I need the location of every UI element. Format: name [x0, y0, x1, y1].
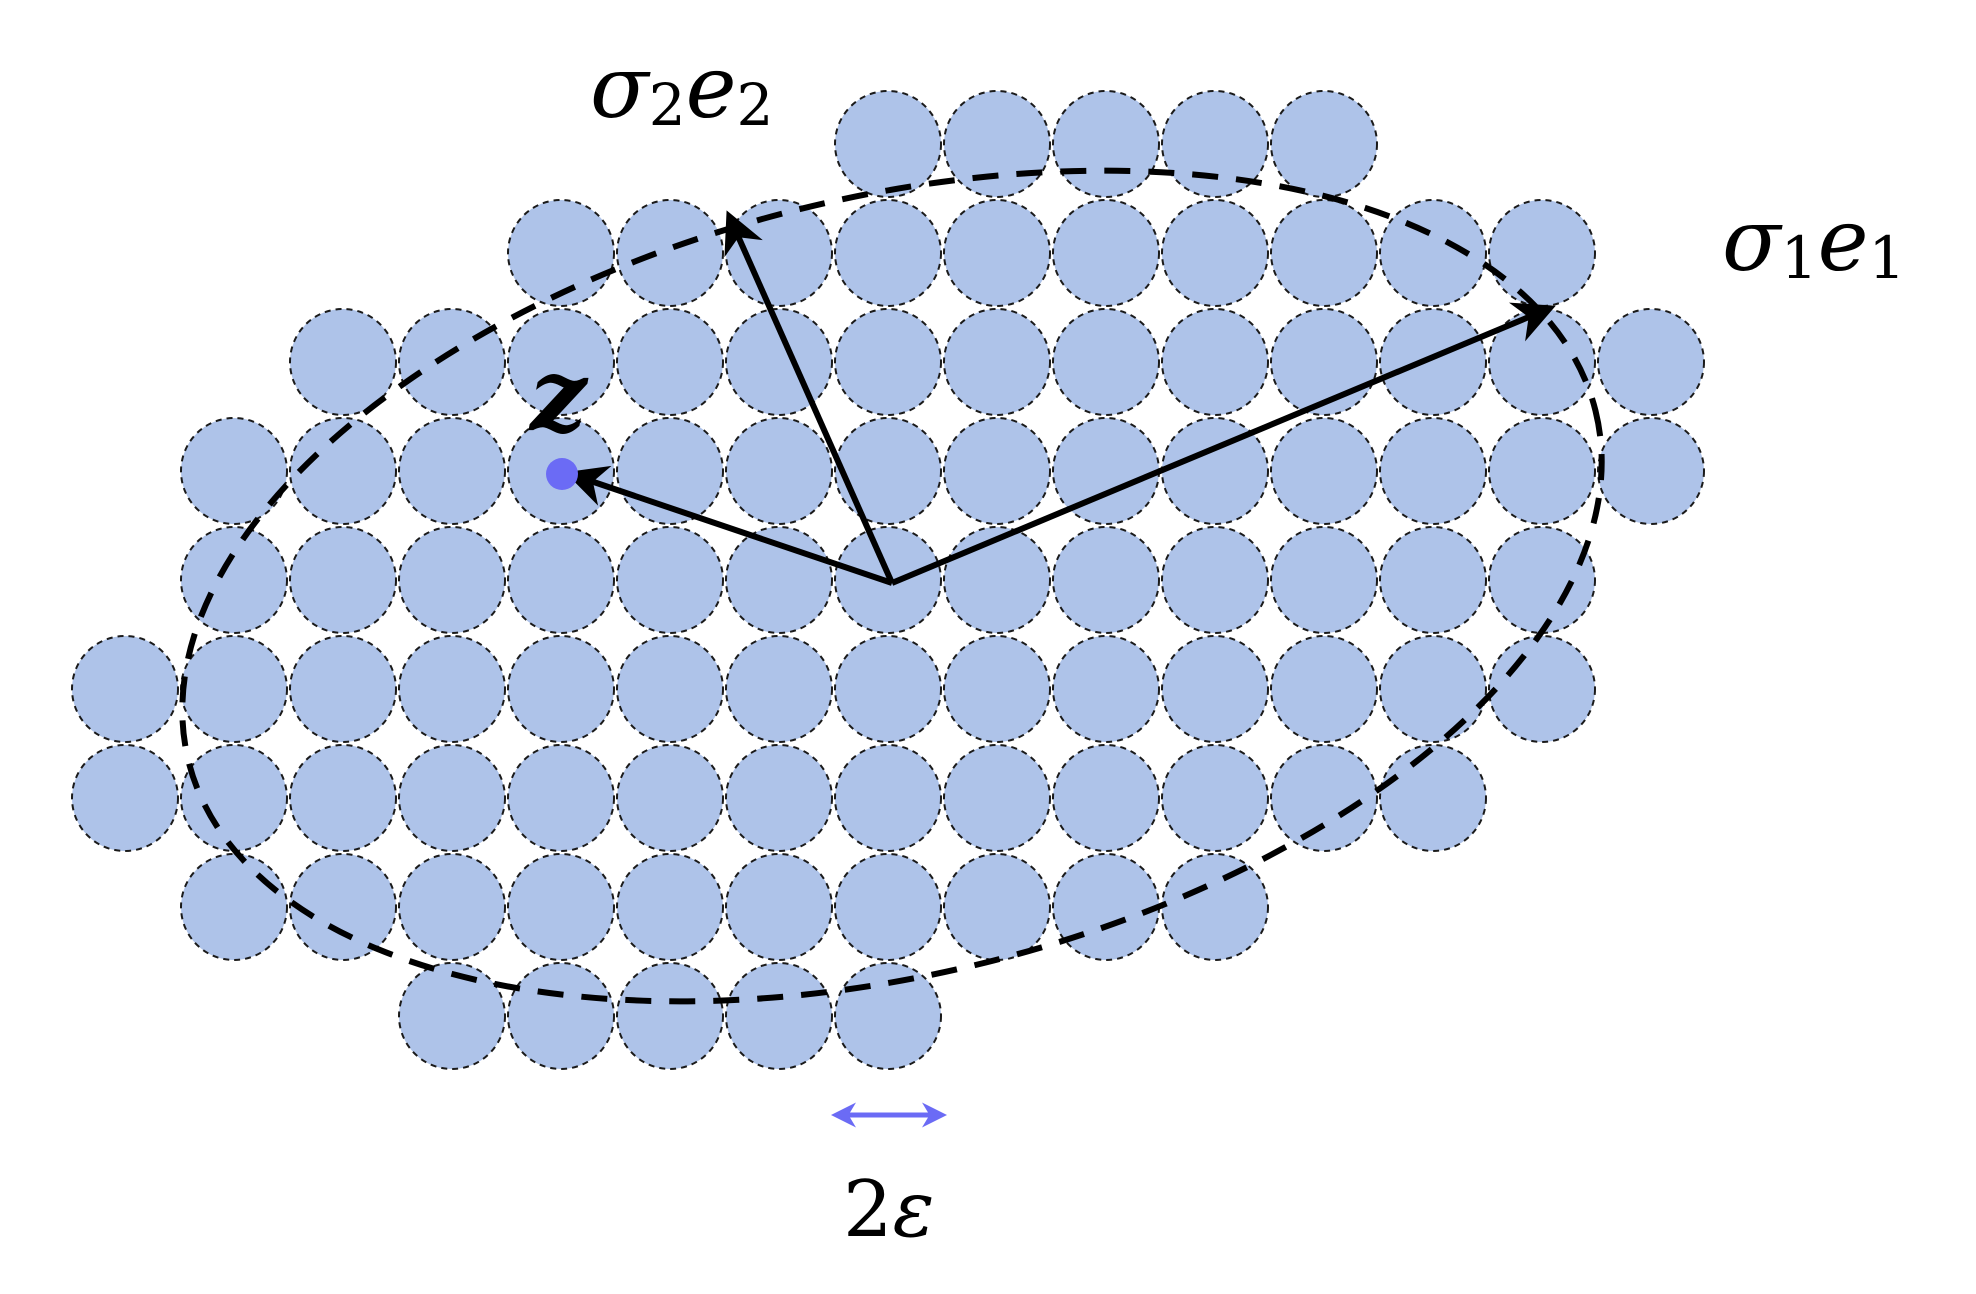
epsilon-ball — [943, 853, 1051, 961]
epsilon-ball — [834, 853, 942, 961]
point-z-marker — [546, 458, 578, 490]
epsilon-ball — [943, 744, 1051, 852]
epsilon-ball — [1597, 308, 1705, 416]
epsilon-ball — [1488, 417, 1596, 525]
epsilon-ball — [398, 417, 506, 525]
point-z-label: z — [528, 336, 589, 454]
sigma1-e1-label: σ1e1 — [1722, 191, 1905, 292]
epsilon-ball — [834, 635, 942, 743]
epsilon-ball — [1052, 90, 1160, 198]
epsilon-ball — [507, 308, 615, 416]
epsilon-ball — [1488, 199, 1596, 307]
epsilon-ball — [289, 308, 397, 416]
epsilon-ball — [398, 308, 506, 416]
epsilon-ball — [943, 635, 1051, 743]
epsilon-ball — [1161, 308, 1269, 416]
epsilon-ball — [289, 853, 397, 961]
epsilon-ball — [1379, 526, 1487, 634]
epsilon-ball — [616, 526, 724, 634]
epsilon-ball — [1379, 308, 1487, 416]
epsilon-ball — [1379, 744, 1487, 852]
epsilon-ball — [1161, 199, 1269, 307]
z-arrow — [565, 465, 893, 586]
epsilon-ball — [1052, 308, 1160, 416]
epsilon-ball — [398, 744, 506, 852]
epsilon-ball — [616, 853, 724, 961]
epsilon-ball — [1488, 635, 1596, 743]
epsilon-ball — [71, 744, 179, 852]
epsilon-ball — [1270, 744, 1378, 852]
epsilon-ball — [1052, 853, 1160, 961]
epsilon-ball — [616, 744, 724, 852]
epsilon-ball — [725, 635, 833, 743]
epsilon-ball — [616, 308, 724, 416]
epsilon-ball — [834, 744, 942, 852]
epsilon-ball — [507, 199, 615, 307]
epsilon-ball — [1270, 526, 1378, 634]
epsilon-ball — [289, 526, 397, 634]
epsilon-ball — [1161, 744, 1269, 852]
epsilon-ball — [1052, 199, 1160, 307]
epsilon-ball — [1379, 635, 1487, 743]
epsilon-ball — [507, 526, 615, 634]
epsilon-ball — [1488, 526, 1596, 634]
epsilon-ball — [616, 962, 724, 1070]
epsilon-ball — [507, 853, 615, 961]
epsilon-ball — [943, 417, 1051, 525]
epsilon-ball — [289, 417, 397, 525]
epsilon-ball — [725, 853, 833, 961]
epsilon-ball — [180, 526, 288, 634]
epsilon-ball — [1052, 635, 1160, 743]
epsilon-ball — [1161, 90, 1269, 198]
epsilon-ball — [943, 199, 1051, 307]
epsilon-ball — [1161, 526, 1269, 634]
epsilon-ball — [725, 962, 833, 1070]
epsilon-ball — [289, 635, 397, 743]
epsilon-ball — [616, 635, 724, 743]
epsilon-ball — [1052, 526, 1160, 634]
epsilon-ball — [1052, 744, 1160, 852]
epsilon-ball — [289, 744, 397, 852]
epsilon-ball — [398, 635, 506, 743]
epsilon-ball — [834, 962, 942, 1070]
ellipsoid-boundary — [179, 167, 1605, 1005]
epsilon-ball — [1379, 417, 1487, 525]
epsilon-ball — [725, 744, 833, 852]
epsilon-ball — [398, 526, 506, 634]
epsilon-ball — [507, 635, 615, 743]
epsilon-ball — [1270, 417, 1378, 525]
epsilon-ball — [943, 90, 1051, 198]
epsilon-ball — [1270, 199, 1378, 307]
epsilon-ball — [834, 90, 942, 198]
epsilon-ball — [1379, 199, 1487, 307]
epsilon-ball — [943, 526, 1051, 634]
epsilon-ball — [398, 962, 506, 1070]
epsilon-ball — [1270, 308, 1378, 416]
epsilon-ball — [507, 744, 615, 852]
epsilon-ball — [834, 199, 942, 307]
epsilon-ball — [398, 853, 506, 961]
epsilon-ball — [71, 635, 179, 743]
epsilon-ball — [1161, 635, 1269, 743]
epsilon-ball — [1161, 853, 1269, 961]
epsilon-ball — [1597, 417, 1705, 525]
epsilon-ball — [180, 744, 288, 852]
epsilon-ball — [834, 308, 942, 416]
sigma2-e2-arrow — [724, 210, 895, 585]
epsilon-ball — [1270, 90, 1378, 198]
epsilon-ball — [180, 635, 288, 743]
epsilon-ball — [507, 962, 615, 1070]
epsilon-label: 2ε — [843, 1165, 935, 1255]
epsilon-ball — [180, 853, 288, 961]
epsilon-ball — [180, 417, 288, 525]
epsilon-ball — [725, 417, 833, 525]
epsilon-ball — [616, 199, 724, 307]
epsilon-ball — [1270, 635, 1378, 743]
sigma1-e1-arrow — [890, 302, 1556, 586]
epsilon-ball — [943, 308, 1051, 416]
sigma2-e2-label: σ2e2 — [590, 38, 773, 139]
epsilon-ball — [834, 417, 942, 525]
